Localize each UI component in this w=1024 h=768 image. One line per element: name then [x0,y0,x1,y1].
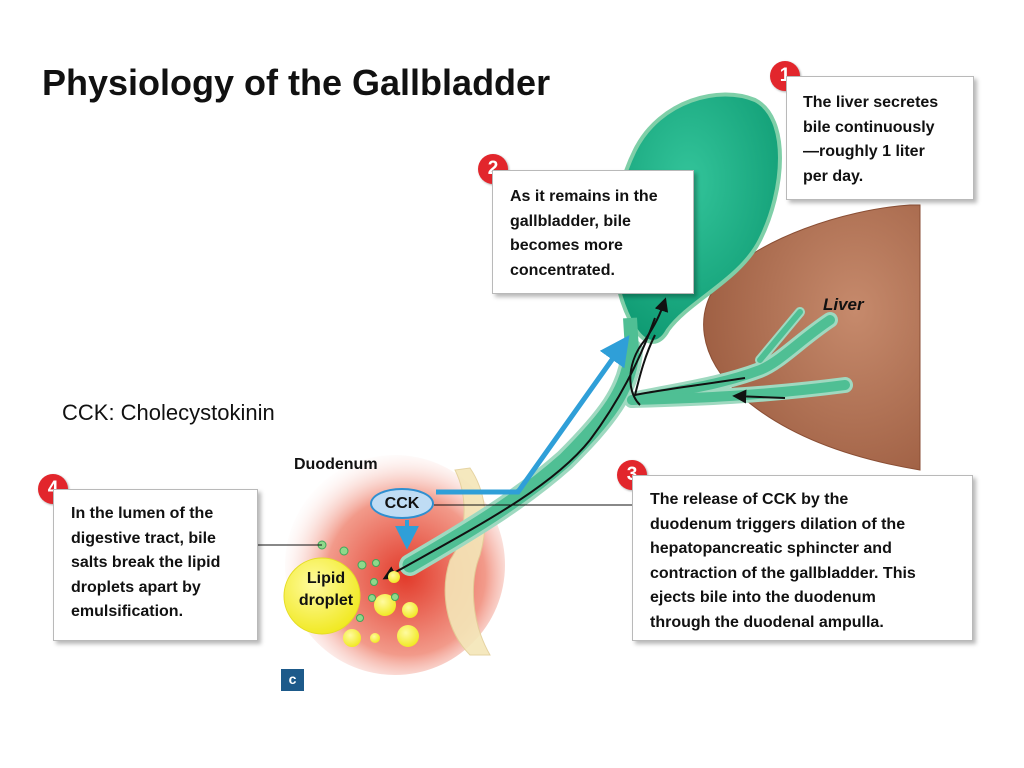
step-2-line: As it remains in the [510,188,658,205]
step-2-callout: As it remains in the gallbladder, bile b… [492,170,694,294]
bile-flow-arrow-liver [732,389,786,404]
step-3-line: duodenum triggers dilation of the [650,515,906,533]
bile-flow-arrow-hepatic [633,334,746,397]
cck-label: CCK [370,488,434,519]
step-4-callout: In the lumen of the digestive tract, bil… [53,489,258,641]
step-4-line: In the lumen of the [71,505,214,522]
duodenum-label: Duodenum [294,456,378,473]
step-3-line: The release of CCK by the [650,491,849,508]
lipid-droplet-label-line: droplet [298,592,354,609]
step-4-line: salts break the lipid [71,554,221,571]
liver-label: Liver [823,295,864,314]
panel-label: c [281,669,304,691]
step-3-line: contraction of the gallbladder. This [650,564,916,582]
step-1-line: bile continuously [803,118,935,136]
page-title: Physiology of the Gallbladder [42,62,551,103]
step-3-line: hepatopancreatic sphincter and [650,540,892,557]
step-1-line: per day. [803,167,864,185]
step-3-line: through the duodenal ampulla. [650,613,884,631]
step-2-line: concentrated. [510,261,615,279]
bile-salt-dots [317,540,399,622]
step-1-line: —roughly 1 liter [803,143,925,160]
cck-signal-arrow [436,335,630,495]
bile-flow-arrow-to-duodenum [382,317,656,580]
step-1-line: The liver secretes [803,94,939,111]
step-2-line: becomes more [510,237,623,254]
lipid-droplet-label: Lipid droplet [286,568,366,612]
step-3-callout: The release of CCK by the duodenum trigg… [632,475,973,641]
bile-flow-arrow-to-gallbladder [629,297,669,406]
lipid-droplet [283,557,361,635]
step-3-line: ejects bile into the duodenum [650,589,876,606]
step-4-line: emulsification. [71,603,184,620]
step-2-line: gallbladder, bile [510,212,631,230]
step-1-callout: The liver secretes bile continuously —ro… [786,76,974,200]
step-4-line: digestive tract, bile [71,529,216,547]
cck-definition: CCK: Cholecystokinin [62,400,275,425]
lipid-droplet-label-line: Lipid [306,570,346,587]
step-4-line: droplets apart by [71,578,201,596]
